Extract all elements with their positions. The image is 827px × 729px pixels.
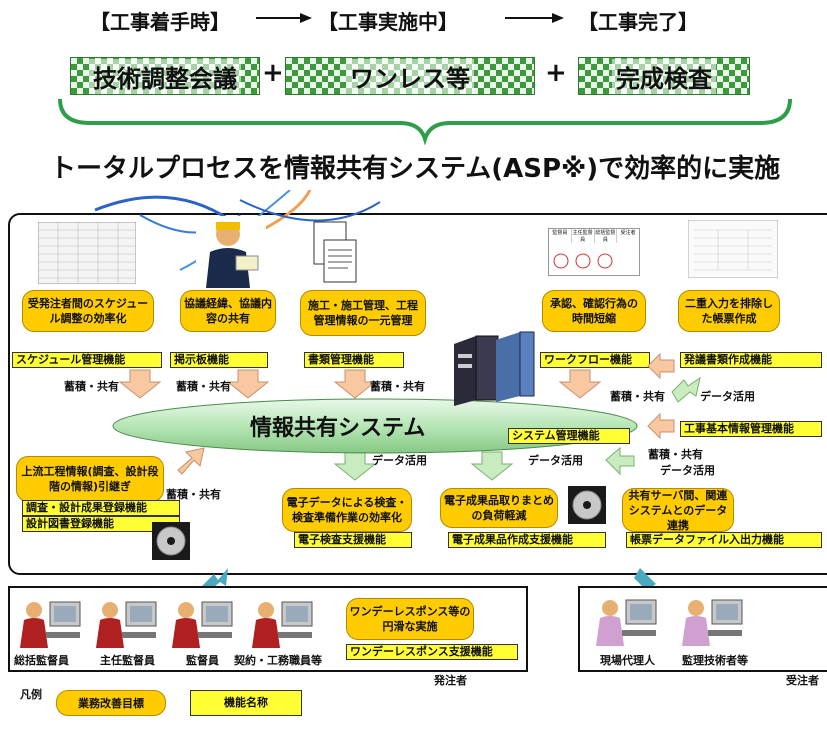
flow-label-data-use: データ活用 [528, 454, 583, 467]
role-label: 監督員 [186, 654, 219, 667]
goal-discussion: 協議経緯、協議内容の共有 [180, 290, 276, 332]
headline: トータルプロセスを情報共有システム(ASP※)で効率的に実施 [50, 154, 781, 184]
role-label: 総括監督員 [14, 654, 69, 667]
role-label: 契約・工務職員等 [234, 654, 322, 667]
flow-label-store-share: 蓄積・共有 [64, 380, 119, 393]
goal-inspection: 電子データによる検査・検査準備作業の効率化 [282, 488, 412, 532]
role-label: 監理技術者等 [682, 654, 748, 667]
flow-label-data-use: データ活用 [660, 464, 715, 477]
func-workflow: ワークフロー機能 [540, 352, 650, 368]
approval-stamp-form: 監督員 主任監督員 総括監督員 受注者 [548, 228, 640, 276]
server-image [454, 331, 535, 406]
legend-title: 凡例 [20, 688, 42, 701]
flow-label-store-share: 蓄積・共有 [648, 448, 703, 461]
role-label: 主任監督員 [100, 654, 155, 667]
goal-documents: 施工・施工管理、工程管理情報の一元管理 [300, 290, 426, 336]
role-label: 現場代理人 [600, 654, 655, 667]
func-schedule: スケジュール管理機能 [12, 352, 162, 368]
flow-label-store-share: 蓄積・共有 [176, 380, 231, 393]
flow-label-store-share: 蓄積・共有 [370, 380, 425, 393]
report-form-image [688, 220, 778, 278]
orderer-label: 発注者 [434, 674, 467, 687]
goal-schedule: 受発注者間のスケジュール調整の効率化 [22, 290, 154, 332]
phase-arrows [256, 13, 564, 23]
brace [58, 98, 792, 145]
documents-image [313, 221, 357, 283]
phase-start: 【工事着手時】 [90, 10, 230, 34]
process-box-oneless: ワンレス等 [285, 57, 535, 95]
goal-oneday: ワンデーレスポンス等の円滑な実施 [346, 598, 474, 640]
stamp-header: 主任監督員 [572, 229, 595, 243]
func-issue-docs: 発議書類作成機能 [680, 352, 822, 368]
goal-upstream: 上流工程情報(調査、設計段階の情報)引継ぎ [16, 456, 164, 502]
plus-sign: + [545, 58, 567, 88]
phase-during: 【工事実施中】 [318, 10, 458, 34]
central-system-title: 情報共有システム [250, 416, 426, 441]
plus-sign: + [262, 58, 284, 88]
worker-at-computer-image [96, 601, 157, 648]
func-oneday: ワンデーレスポンス支援機能 [346, 644, 518, 660]
cd-image [152, 522, 190, 560]
stamp-marks [553, 253, 613, 269]
func-file-io: 帳票データファイル入出力機能 [626, 532, 822, 548]
goal-deliverables: 電子成果品取りまとめの負荷軽減 [440, 488, 558, 528]
phase-complete: 【工事完了】 [578, 10, 698, 34]
func-deliverables: 電子成果品作成支援機能 [448, 532, 606, 548]
schedule-spreadsheet-image [38, 222, 136, 284]
worker-at-computer-image [172, 601, 233, 648]
process-box-meeting: 技術調整会議 [70, 57, 260, 95]
process-box-final-inspection: 完成検査 [578, 57, 750, 95]
central-system-shape [112, 398, 638, 454]
worker-at-computer-image [682, 599, 743, 646]
flow-label-store-share: 蓄積・共有 [166, 488, 221, 501]
func-design-reg: 設計図書登録機能 [22, 516, 180, 532]
func-board: 掲示板機能 [170, 352, 268, 368]
goal-server-link: 共有サーバ間、関連システムとのデータ連携 [622, 488, 734, 532]
goal-double-entry: 二重入力を排除した帳票作成 [678, 290, 780, 332]
stamp-header: 受注者 [620, 230, 636, 236]
legend-function: 機能名称 [190, 690, 302, 716]
worker-at-computer-image [596, 599, 657, 646]
goal-approval: 承認、確認行為の時間短縮 [542, 290, 646, 332]
stamp-header: 総括監督員 [595, 229, 618, 243]
worker-at-computer-image [20, 601, 81, 648]
func-inspection: 電子検査支援機能 [294, 532, 412, 548]
contractor-label: 受注者 [786, 674, 819, 687]
phone-person-image [196, 216, 266, 288]
cd-image [568, 486, 606, 524]
flow-label-data-use: データ活用 [700, 390, 755, 403]
func-basic-info: 工事基本情報管理機能 [680, 421, 822, 437]
func-system-mgmt: システム管理機能 [508, 428, 630, 444]
legend-goal: 業務改善目標 [56, 690, 166, 716]
stamp-header: 監督員 [549, 229, 572, 243]
func-survey-reg: 調査・設計成果登録機能 [22, 500, 180, 516]
func-documents: 書類管理機能 [304, 352, 404, 368]
flow-label-store-share: 蓄積・共有 [610, 390, 665, 403]
flow-label-data-use: データ活用 [372, 454, 427, 467]
worker-at-computer-image [252, 601, 313, 648]
